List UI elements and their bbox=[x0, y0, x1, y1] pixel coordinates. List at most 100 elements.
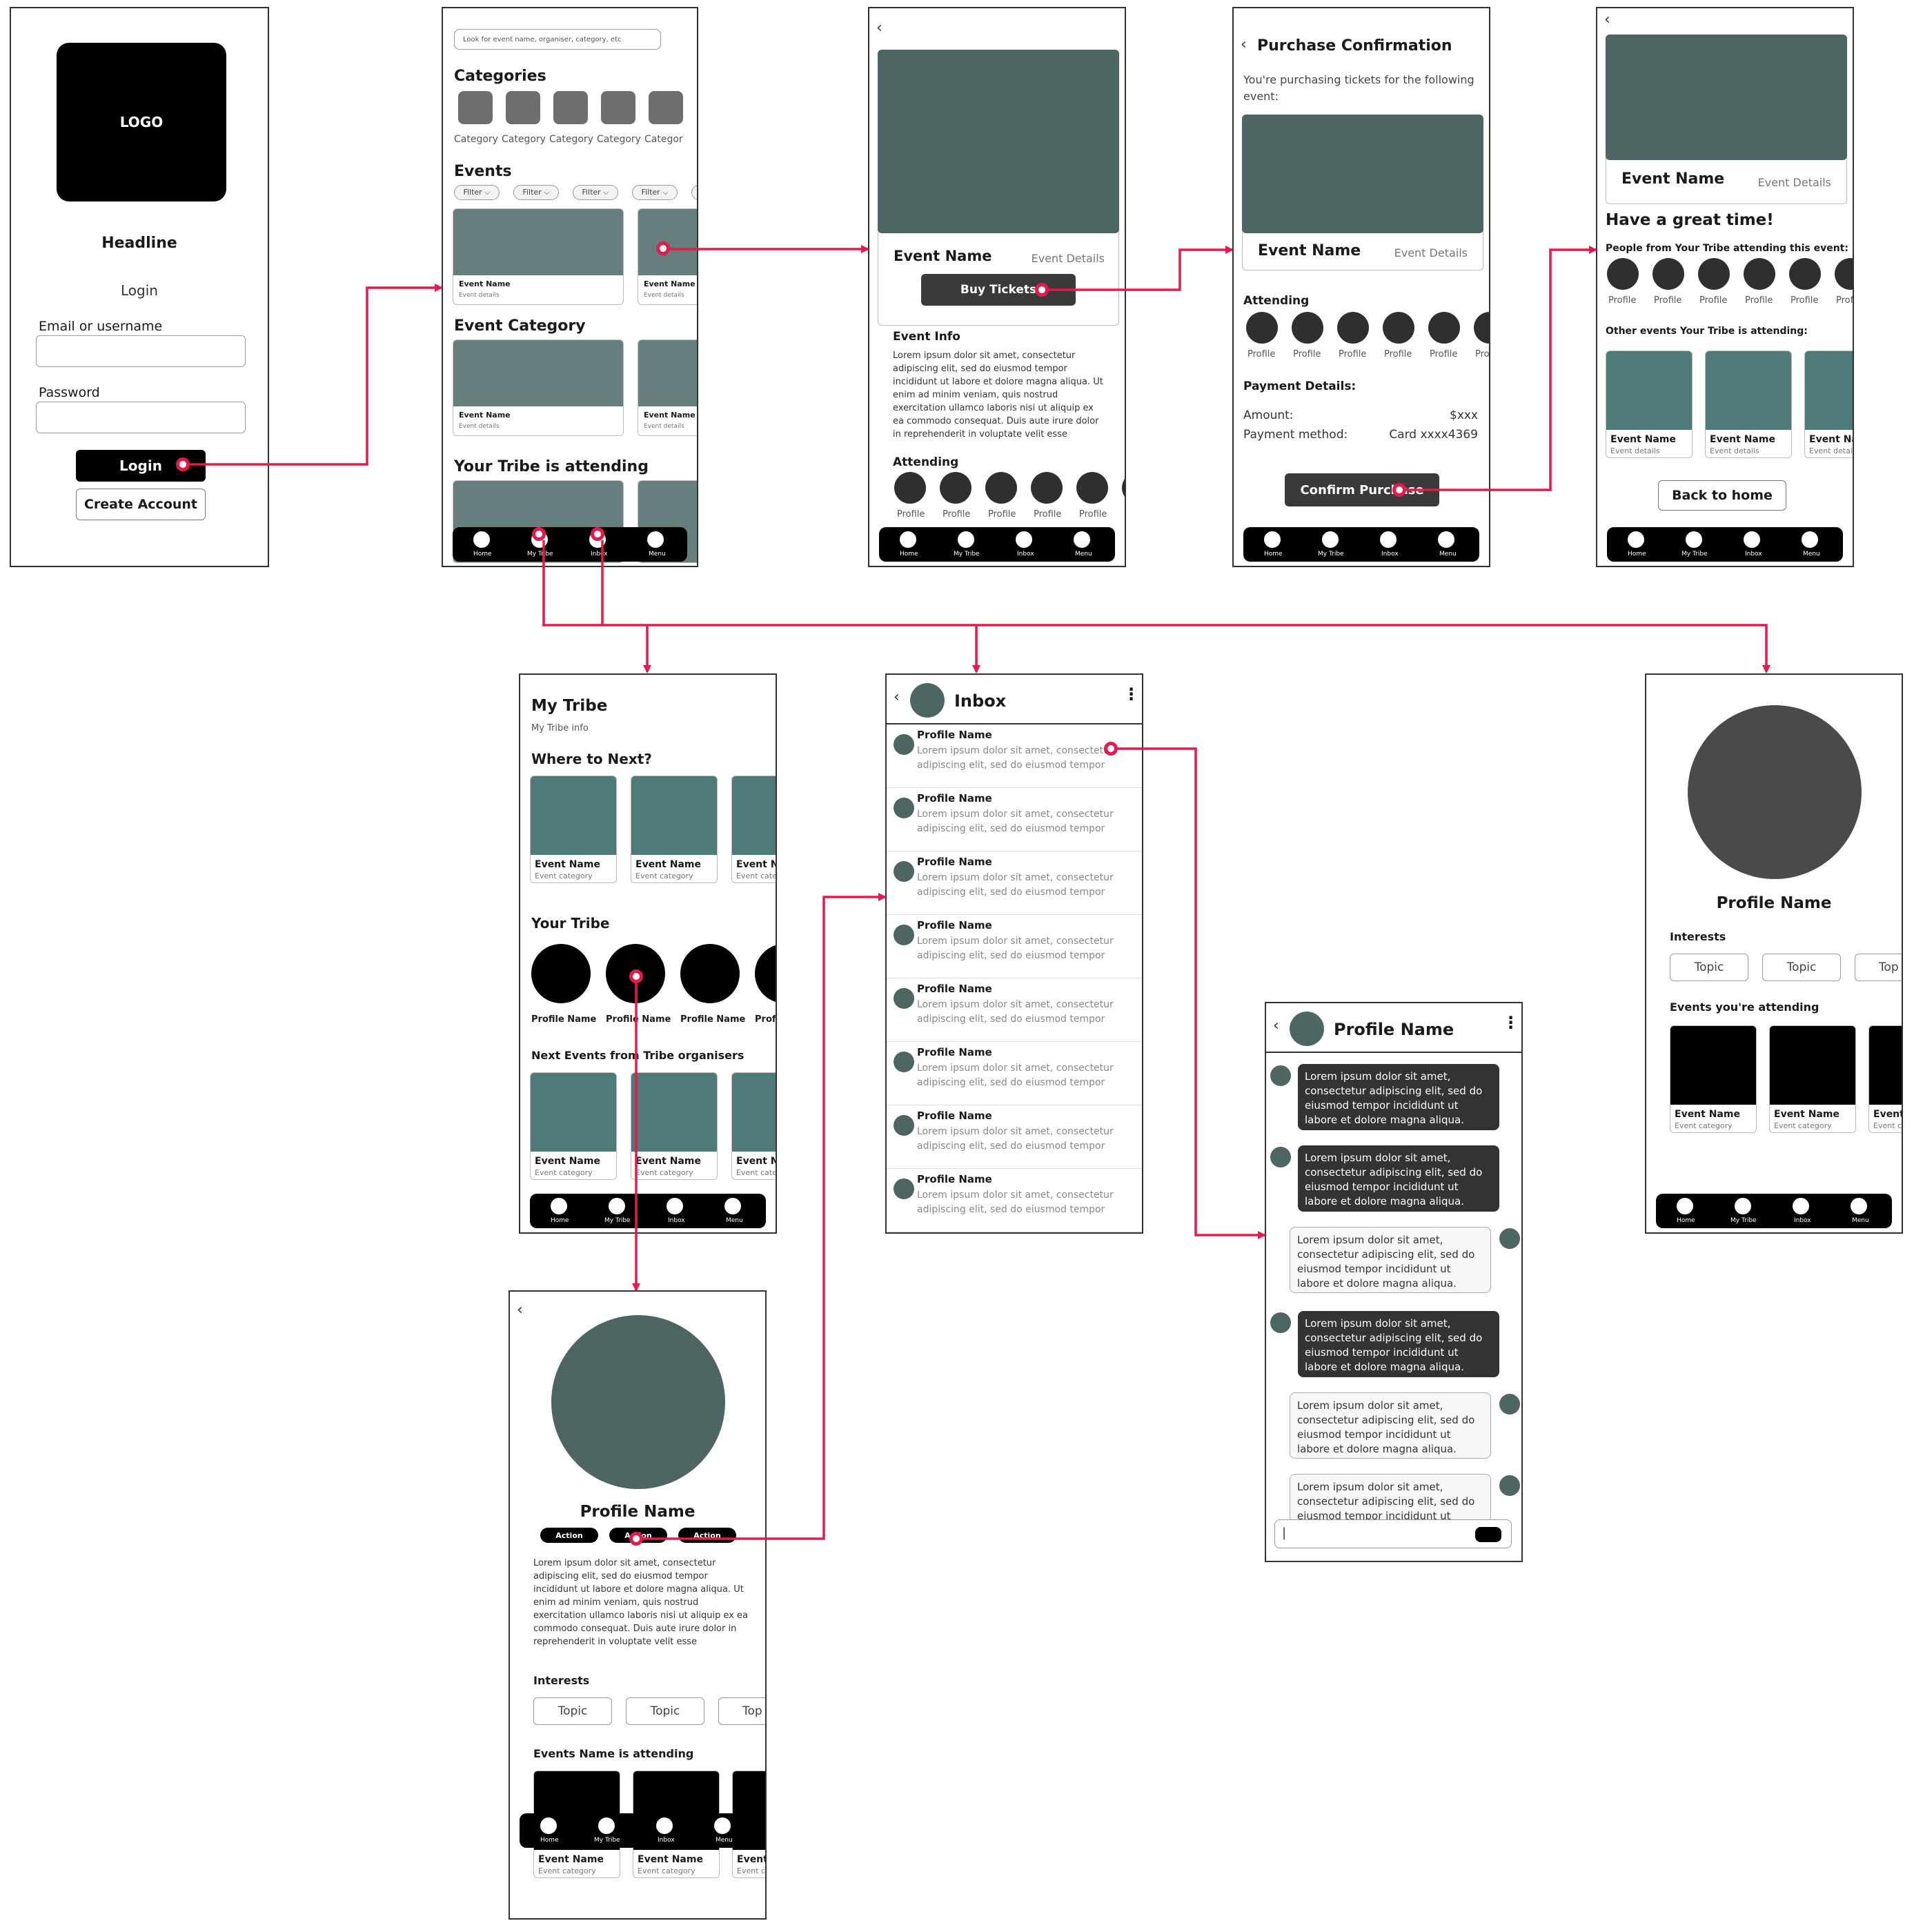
attendee-avatar[interactable] bbox=[1122, 472, 1125, 504]
my-tribe-icon[interactable] bbox=[1735, 1198, 1751, 1214]
event-card[interactable]: Event Name Event category bbox=[530, 776, 617, 883]
home-icon[interactable] bbox=[1264, 531, 1281, 548]
menu-icon[interactable] bbox=[1438, 531, 1454, 548]
back-chevron-icon[interactable]: ‹ bbox=[517, 1301, 523, 1319]
my-tribe-icon[interactable] bbox=[958, 531, 974, 548]
tribe-avatar[interactable] bbox=[1744, 258, 1775, 290]
tribe-avatar[interactable] bbox=[1652, 258, 1684, 290]
inbox-icon[interactable] bbox=[667, 1198, 683, 1214]
home-icon[interactable] bbox=[473, 531, 490, 548]
event-card[interactable]: Event Name Event category bbox=[530, 1072, 617, 1180]
attendee-avatar[interactable] bbox=[1383, 312, 1414, 344]
home-icon[interactable] bbox=[551, 1198, 567, 1214]
menu-icon[interactable] bbox=[1802, 531, 1818, 548]
back-chevron-icon[interactable]: ‹ bbox=[1241, 36, 1247, 53]
tribe-member-avatar[interactable] bbox=[755, 944, 776, 1003]
attendee-avatar[interactable] bbox=[1292, 312, 1323, 344]
back-to-home-button[interactable]: Back to home bbox=[1658, 480, 1786, 511]
interest-topic[interactable]: Top bbox=[1855, 954, 1902, 981]
event-card[interactable]: Event N Event categ bbox=[731, 776, 776, 883]
menu-icon[interactable] bbox=[724, 1198, 741, 1214]
attendee-avatar[interactable] bbox=[1474, 312, 1489, 344]
interest-topic[interactable]: Top bbox=[718, 1697, 765, 1725]
inbox-icon[interactable] bbox=[1793, 1198, 1809, 1214]
event-card[interactable]: Event N Event categ bbox=[731, 1072, 776, 1180]
attendee-avatar[interactable] bbox=[1031, 472, 1063, 504]
inbox-icon[interactable] bbox=[1744, 531, 1760, 548]
event-card[interactable]: Event Name Event details bbox=[453, 208, 624, 305]
inbox-icon[interactable] bbox=[656, 1817, 673, 1834]
action-button[interactable]: Action bbox=[540, 1528, 598, 1543]
interest-topic[interactable]: Topic bbox=[1670, 954, 1748, 981]
my-tribe-icon[interactable] bbox=[1686, 531, 1702, 548]
home-icon[interactable] bbox=[1628, 531, 1644, 548]
tribe-avatar[interactable] bbox=[1698, 258, 1730, 290]
event-card[interactable]: Event Event c bbox=[1868, 1025, 1902, 1133]
menu-icon[interactable] bbox=[1851, 1198, 1867, 1214]
category-tile[interactable] bbox=[458, 91, 493, 124]
attendee-avatar[interactable] bbox=[1428, 312, 1460, 344]
attendee-avatar[interactable] bbox=[1337, 312, 1369, 344]
home-icon[interactable] bbox=[1677, 1198, 1693, 1214]
send-button[interactable] bbox=[1475, 1527, 1501, 1542]
attendee-avatar[interactable] bbox=[894, 472, 926, 504]
category-tile[interactable] bbox=[506, 91, 540, 124]
create-account-button[interactable]: Create Account bbox=[76, 489, 206, 520]
home-icon[interactable] bbox=[900, 531, 916, 548]
home-icon[interactable] bbox=[540, 1817, 557, 1834]
event-card[interactable]: Event Name Event category bbox=[1670, 1025, 1757, 1133]
back-chevron-icon[interactable]: ‹ bbox=[876, 19, 882, 37]
filter-chip[interactable]: Filter ⌵ bbox=[573, 185, 618, 200]
my-tribe-icon[interactable] bbox=[1322, 531, 1339, 548]
more-options-icon[interactable]: ··· bbox=[1128, 680, 1135, 709]
event-card[interactable]: Event Name Event details bbox=[638, 339, 697, 436]
menu-icon[interactable] bbox=[647, 531, 664, 548]
attendee-avatar[interactable] bbox=[985, 472, 1017, 504]
filter-chip[interactable] bbox=[691, 185, 697, 200]
inbox-icon[interactable] bbox=[1016, 531, 1032, 548]
filter-chip[interactable]: Filter ⌵ bbox=[454, 185, 500, 200]
event-card[interactable]: Event Name Event category bbox=[631, 1072, 718, 1180]
tribe-avatar[interactable] bbox=[1607, 258, 1639, 290]
avatar[interactable] bbox=[910, 683, 945, 718]
tribe-avatar[interactable] bbox=[1789, 258, 1821, 290]
interest-topic[interactable]: Topic bbox=[626, 1697, 704, 1725]
email-field[interactable] bbox=[36, 335, 246, 367]
action-button[interactable]: Action bbox=[678, 1528, 736, 1543]
buy-tickets-button[interactable]: Buy Tickets bbox=[921, 274, 1076, 306]
search-input[interactable]: Look for event name, organiser, category… bbox=[454, 29, 661, 50]
back-chevron-icon[interactable]: ‹ bbox=[1604, 11, 1610, 28]
attendee-avatar[interactable] bbox=[1076, 472, 1108, 504]
event-card[interactable]: Event Name Event category bbox=[1769, 1025, 1856, 1133]
tribe-avatar[interactable] bbox=[1835, 258, 1853, 290]
filter-chip[interactable]: Filter ⌵ bbox=[632, 185, 678, 200]
interest-topic[interactable]: Topic bbox=[533, 1697, 612, 1725]
attendee-avatar[interactable] bbox=[940, 472, 971, 504]
category-tile[interactable] bbox=[553, 91, 588, 124]
password-field[interactable] bbox=[36, 402, 246, 433]
message-input[interactable]: | bbox=[1274, 1519, 1512, 1548]
category-tile[interactable] bbox=[649, 91, 683, 124]
event-card[interactable]: Event Name Event category bbox=[631, 776, 718, 883]
my-tribe-icon[interactable] bbox=[598, 1817, 615, 1834]
interest-topic[interactable]: Topic bbox=[1762, 954, 1841, 981]
my-tribe-icon[interactable] bbox=[609, 1198, 625, 1214]
menu-icon[interactable] bbox=[714, 1817, 731, 1834]
tribe-member-avatar[interactable] bbox=[680, 944, 740, 1003]
attendee-avatar[interactable] bbox=[1246, 312, 1278, 344]
tribe-member-avatar[interactable] bbox=[531, 944, 591, 1003]
menu-icon[interactable] bbox=[1074, 531, 1090, 548]
event-card[interactable]: Event Name Event details bbox=[1606, 351, 1693, 458]
event-card[interactable]: Event Name Event details bbox=[1705, 351, 1792, 458]
filter-chip[interactable]: Filter ⌵ bbox=[513, 185, 559, 200]
event-card[interactable]: Event Name Event details bbox=[638, 208, 697, 305]
back-chevron-icon[interactable]: ‹ bbox=[894, 689, 900, 706]
inbox-icon[interactable] bbox=[1380, 531, 1397, 548]
